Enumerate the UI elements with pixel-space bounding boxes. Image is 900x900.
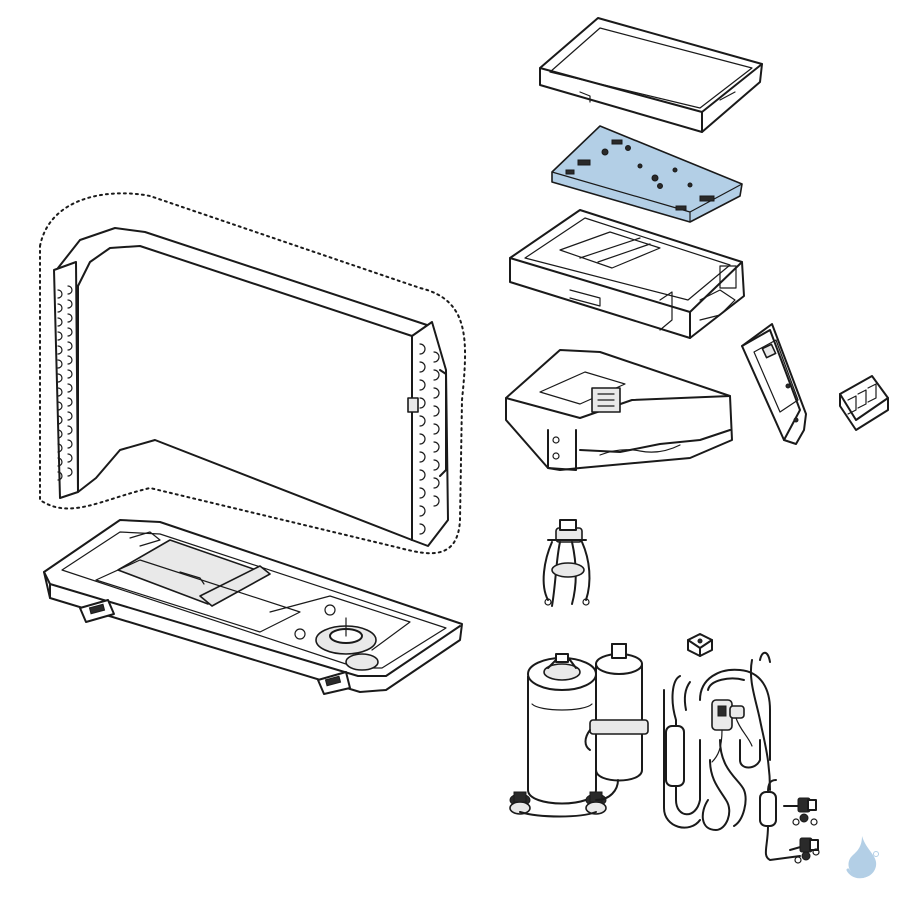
terminal-block: [839, 375, 889, 431]
service-valve-upper: [783, 797, 818, 826]
support-bracket: [741, 323, 807, 445]
base-pan: [43, 519, 463, 695]
control-board: [551, 125, 743, 223]
water-drop-logo-icon: [846, 836, 879, 879]
accumulator: [584, 643, 649, 801]
compressor: [509, 653, 607, 818]
partition-plate: [505, 349, 733, 471]
piping-assembly: [663, 651, 771, 831]
top-cover: [539, 17, 763, 133]
four-way-valve: [542, 519, 591, 607]
service-valves: [759, 779, 820, 864]
service-valve-lower: [789, 837, 820, 864]
electrical-box: [509, 209, 745, 339]
condenser-coil: [39, 192, 467, 555]
sensor-block: [687, 633, 713, 657]
